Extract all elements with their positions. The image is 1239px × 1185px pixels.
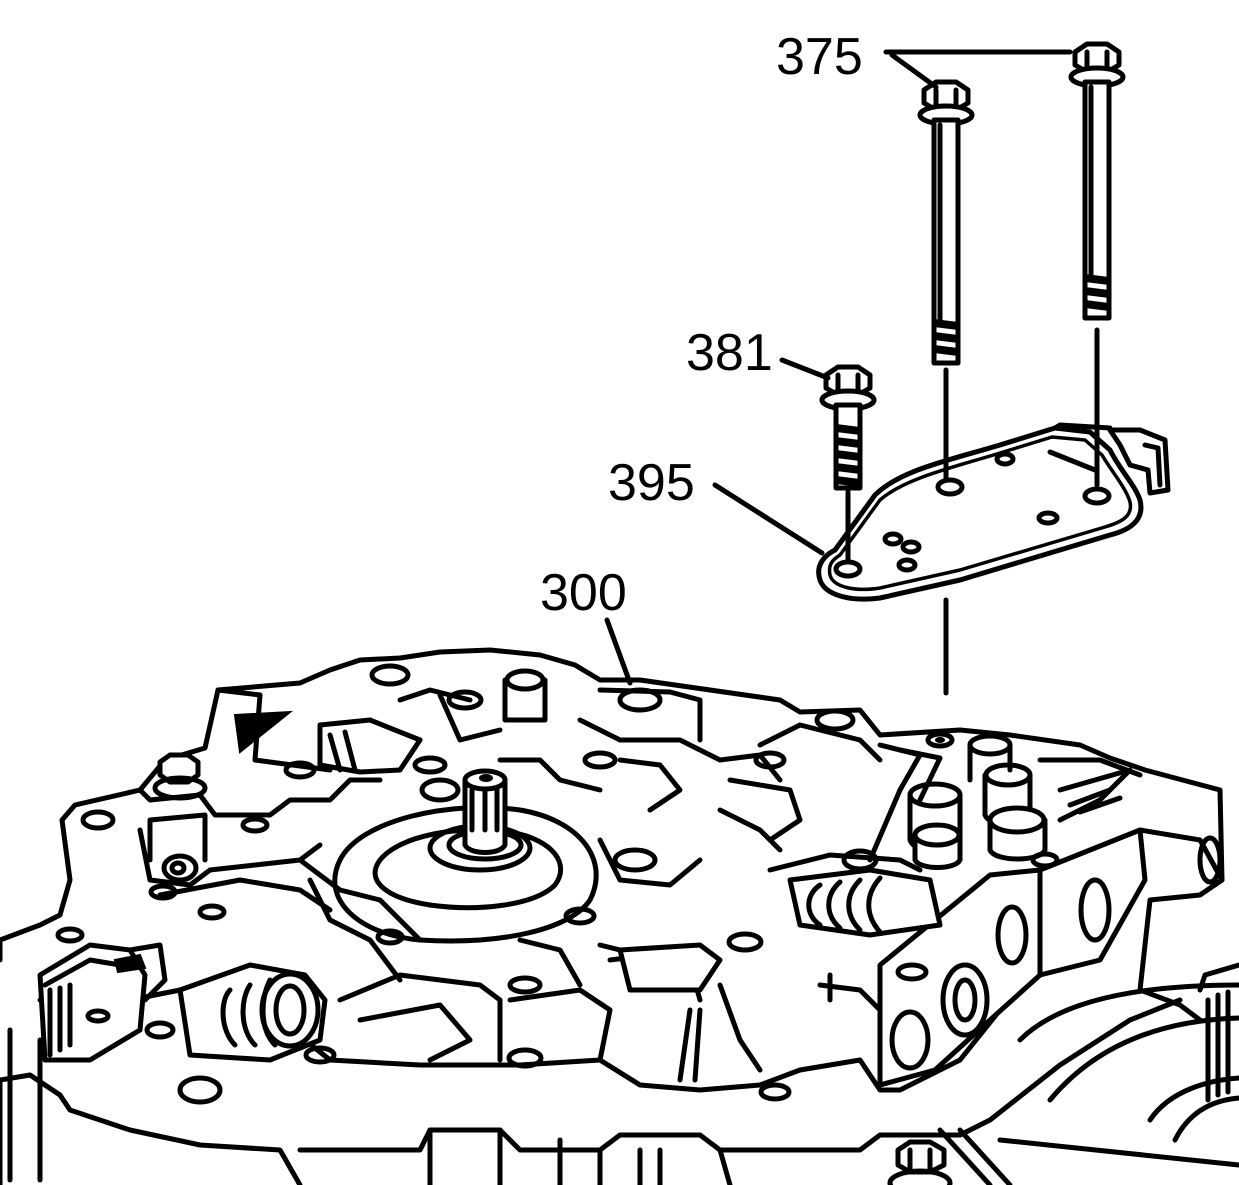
cover-plate-395 <box>816 422 1171 602</box>
left-bolt <box>152 752 208 801</box>
callout-395: 395 <box>608 454 695 512</box>
bolt-381 <box>819 364 877 565</box>
valve-body-300 <box>0 647 1239 1185</box>
callout-381: 381 <box>686 324 773 382</box>
bottom-bolt <box>887 1139 953 1185</box>
leader-lines <box>604 49 1073 686</box>
callout-375: 375 <box>776 28 863 86</box>
bolt-375-right <box>1068 41 1126 488</box>
callout-300: 300 <box>540 564 627 622</box>
bolt-375-left <box>917 79 975 481</box>
